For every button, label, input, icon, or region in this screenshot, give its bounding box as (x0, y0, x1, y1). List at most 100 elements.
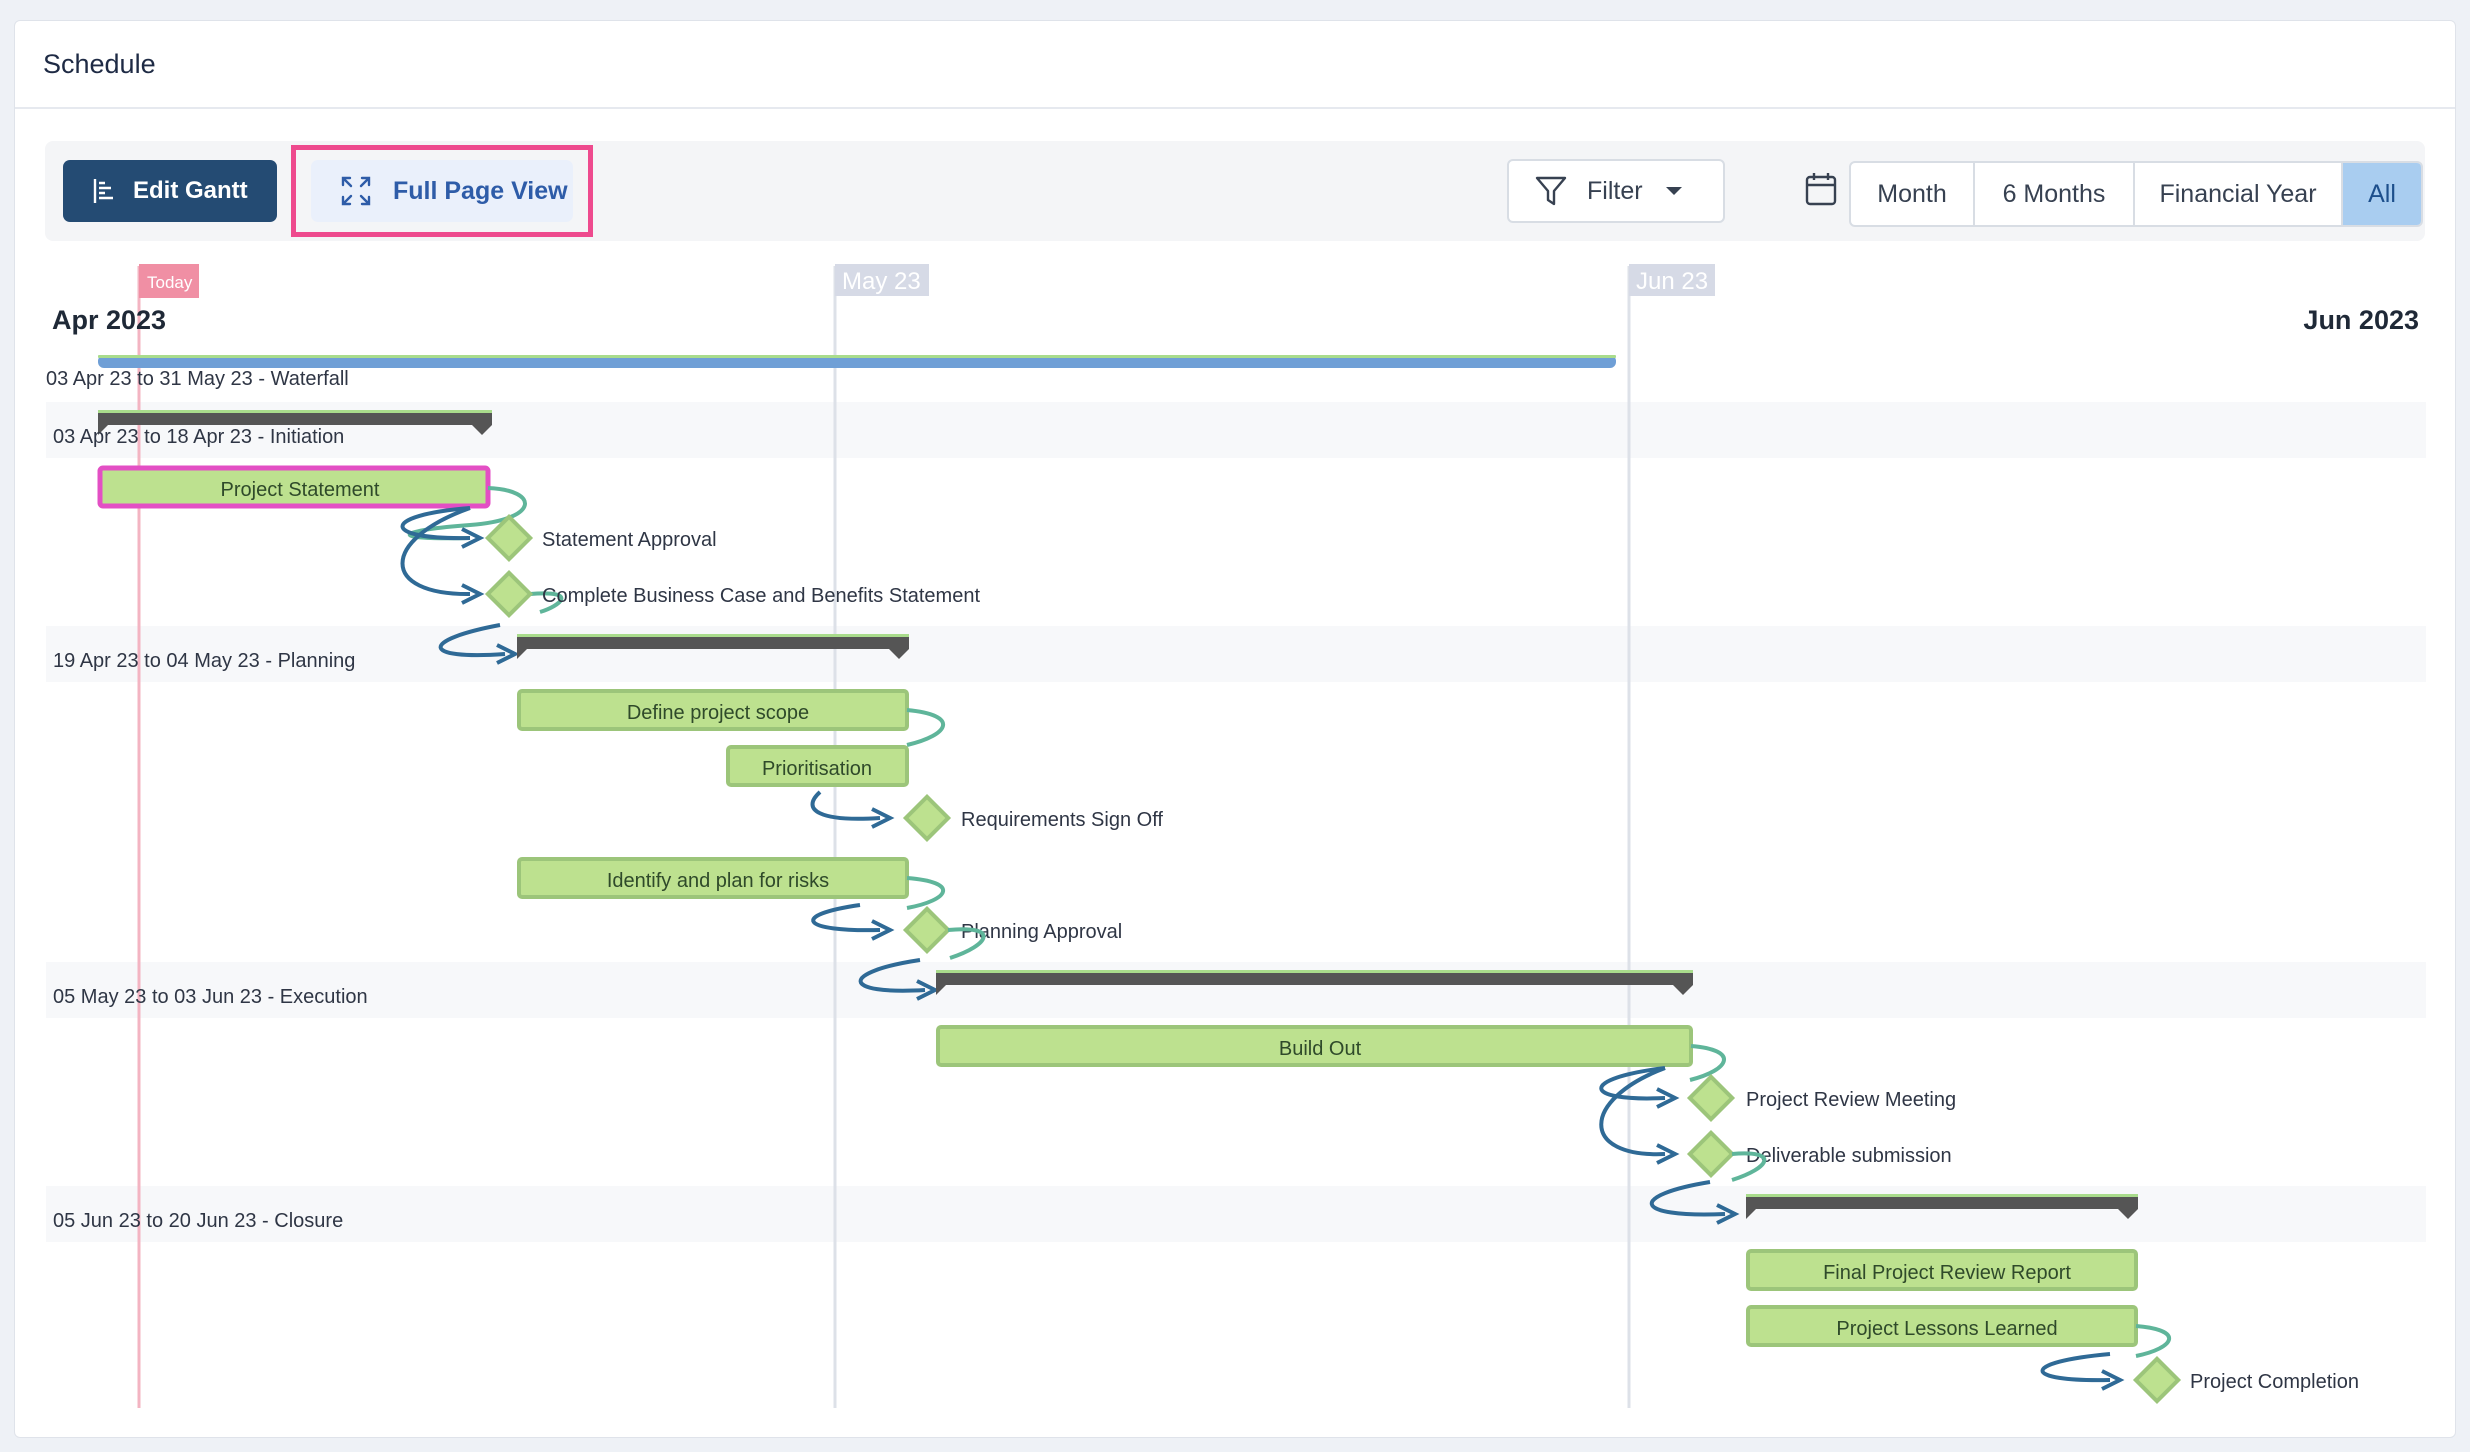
calendar-icon (1805, 173, 1837, 206)
milestone-deliverable-submission[interactable] (1686, 1129, 1736, 1179)
phase-progress-line (1746, 1194, 2138, 1197)
card-title: Schedule (43, 48, 156, 79)
dependency-link (810, 790, 881, 821)
filter-label: Filter (1587, 176, 1643, 205)
range-month-button[interactable]: Month (1851, 163, 1975, 225)
dependency-link (947, 927, 986, 960)
dependency-link (906, 708, 946, 747)
row-label-execution: 05 May 23 to 03 Jun 23 - Execution (53, 986, 368, 1008)
task-bar-project-statement[interactable] (97, 465, 491, 509)
dependency-link (400, 506, 471, 541)
link-arrow-icon (871, 807, 895, 829)
milestone-label-requirements-sign-off: Requirements Sign Off (961, 809, 1163, 831)
milestone-project-review-meeting[interactable] (1686, 1073, 1736, 1123)
dependency-link (1689, 1044, 1726, 1082)
month-marker-may: May 23 (842, 268, 921, 295)
dependency-link (811, 903, 881, 933)
milestone-label-deliverable-submission: Deliverable submission (1746, 1145, 1952, 1167)
range-financial-year-button[interactable]: Financial Year (2135, 163, 2343, 225)
link-arrow-icon (461, 583, 485, 605)
milestone-label-project-review-meeting: Project Review Meeting (1746, 1089, 1956, 1111)
range-6-months-label: 6 Months (2002, 179, 2106, 208)
task-label-identify-risks: Identify and plan for risks (607, 870, 829, 892)
range-6-months-button[interactable]: 6 Months (1975, 163, 2135, 225)
phase-bar-closure[interactable] (1746, 1197, 2138, 1219)
row-label-initiation: 03 Apr 23 to 18 Apr 23 - Initiation (53, 426, 344, 448)
card-header: Schedule (15, 21, 2455, 109)
phase-bar-planning[interactable] (517, 637, 909, 659)
edit-gantt-button[interactable]: Edit Gantt (63, 160, 277, 222)
milestone-label-planning-approval: Planning Approval (961, 921, 1122, 943)
dependency-link (1599, 1066, 1666, 1101)
phase-progress-line (517, 634, 909, 637)
task-label-define-scope: Define project scope (627, 702, 809, 724)
timeline-start-label: Apr 2023 (52, 305, 166, 335)
dependency-link (529, 591, 564, 614)
filter-icon (1535, 176, 1567, 206)
full-page-view-button[interactable]: Full Page View (311, 160, 573, 222)
phase-bar-execution[interactable] (936, 973, 1693, 995)
full-page-view-label: Full Page View (393, 176, 568, 205)
link-arrow-icon (2101, 1369, 2125, 1391)
milestone-label-project-completion: Project Completion (2190, 1371, 2359, 1393)
link-arrow-icon (916, 979, 940, 1001)
month-marker-jun: Jun 23 (1636, 268, 1708, 295)
range-all-label: All (2368, 179, 2396, 208)
dependency-link (858, 958, 926, 993)
milestone-planning-approval[interactable] (902, 905, 952, 955)
dependency-link (438, 623, 506, 658)
milestone-project-completion[interactable] (2132, 1355, 2182, 1405)
task-label-lessons-learned: Project Lessons Learned (1836, 1318, 2057, 1340)
range-selector: Month 6 Months Financial Year All (1849, 161, 2423, 227)
today-badge (139, 264, 199, 298)
task-bar-prioritisation[interactable] (726, 745, 909, 787)
month-marker-bg (1629, 264, 1715, 296)
dependency-link (1599, 1066, 1666, 1157)
range-financial-year-label: Financial Year (2159, 179, 2317, 208)
link-arrow-icon (1656, 1143, 1680, 1165)
edit-gantt-label: Edit Gantt (133, 177, 248, 204)
row-label-closure: 05 Jun 23 to 20 Jun 23 - Closure (53, 1210, 343, 1232)
link-arrow-icon (871, 919, 895, 941)
month-marker-bg (835, 264, 929, 296)
task-label-project-statement: Project Statement (221, 479, 380, 501)
link-arrow-icon (1716, 1203, 1740, 1225)
timeline-end-label: Jun 2023 (2303, 305, 2419, 335)
task-label-final-review-report: Final Project Review Report (1823, 1262, 2071, 1284)
task-label-prioritisation: Prioritisation (762, 758, 872, 780)
project-progress-line (98, 355, 1616, 358)
milestone-label-business-case: Complete Business Case and Benefits Stat… (542, 585, 980, 607)
link-arrow-icon (461, 527, 485, 549)
filter-button[interactable]: Filter (1507, 159, 1725, 223)
full-page-view-highlight (291, 145, 593, 237)
range-month-label: Month (1877, 179, 1947, 208)
phase-progress-line (936, 970, 1693, 973)
today-label: Today (147, 273, 193, 292)
milestone-label-statement-approval: Statement Approval (542, 529, 717, 551)
dependency-link (1731, 1151, 1767, 1182)
caret-down-icon (1665, 187, 1682, 195)
phase-row-bg (46, 626, 2426, 682)
row-label-project: 03 Apr 23 to 31 May 23 - Waterfall (46, 368, 349, 390)
dependency-link (1649, 1180, 1726, 1217)
milestone-requirements-sign-off[interactable] (902, 793, 952, 843)
range-all-button[interactable]: All (2343, 163, 2421, 225)
project-summary-bar[interactable] (98, 355, 1616, 368)
dependency-link (2040, 1352, 2111, 1383)
link-arrow-icon (1656, 1087, 1680, 1109)
expand-icon (341, 176, 371, 206)
phase-bar-initiation[interactable] (98, 413, 492, 435)
dependency-link (906, 876, 946, 910)
row-label-planning: 19 Apr 23 to 04 May 23 - Planning (53, 650, 355, 672)
milestone-business-case[interactable] (484, 569, 534, 619)
link-arrow-icon (496, 643, 520, 665)
gantt-icon (93, 179, 113, 203)
task-bar-final-review-report[interactable] (1746, 1249, 2138, 1291)
task-label-build-out: Build Out (1279, 1038, 1362, 1060)
dependency-link (400, 506, 471, 597)
gantt-toolbar: Edit Gantt Full Page View Filter (45, 141, 2425, 241)
milestone-statement-approval[interactable] (484, 513, 534, 563)
phase-progress-line (98, 410, 492, 413)
dependency-link (2135, 1324, 2172, 1358)
